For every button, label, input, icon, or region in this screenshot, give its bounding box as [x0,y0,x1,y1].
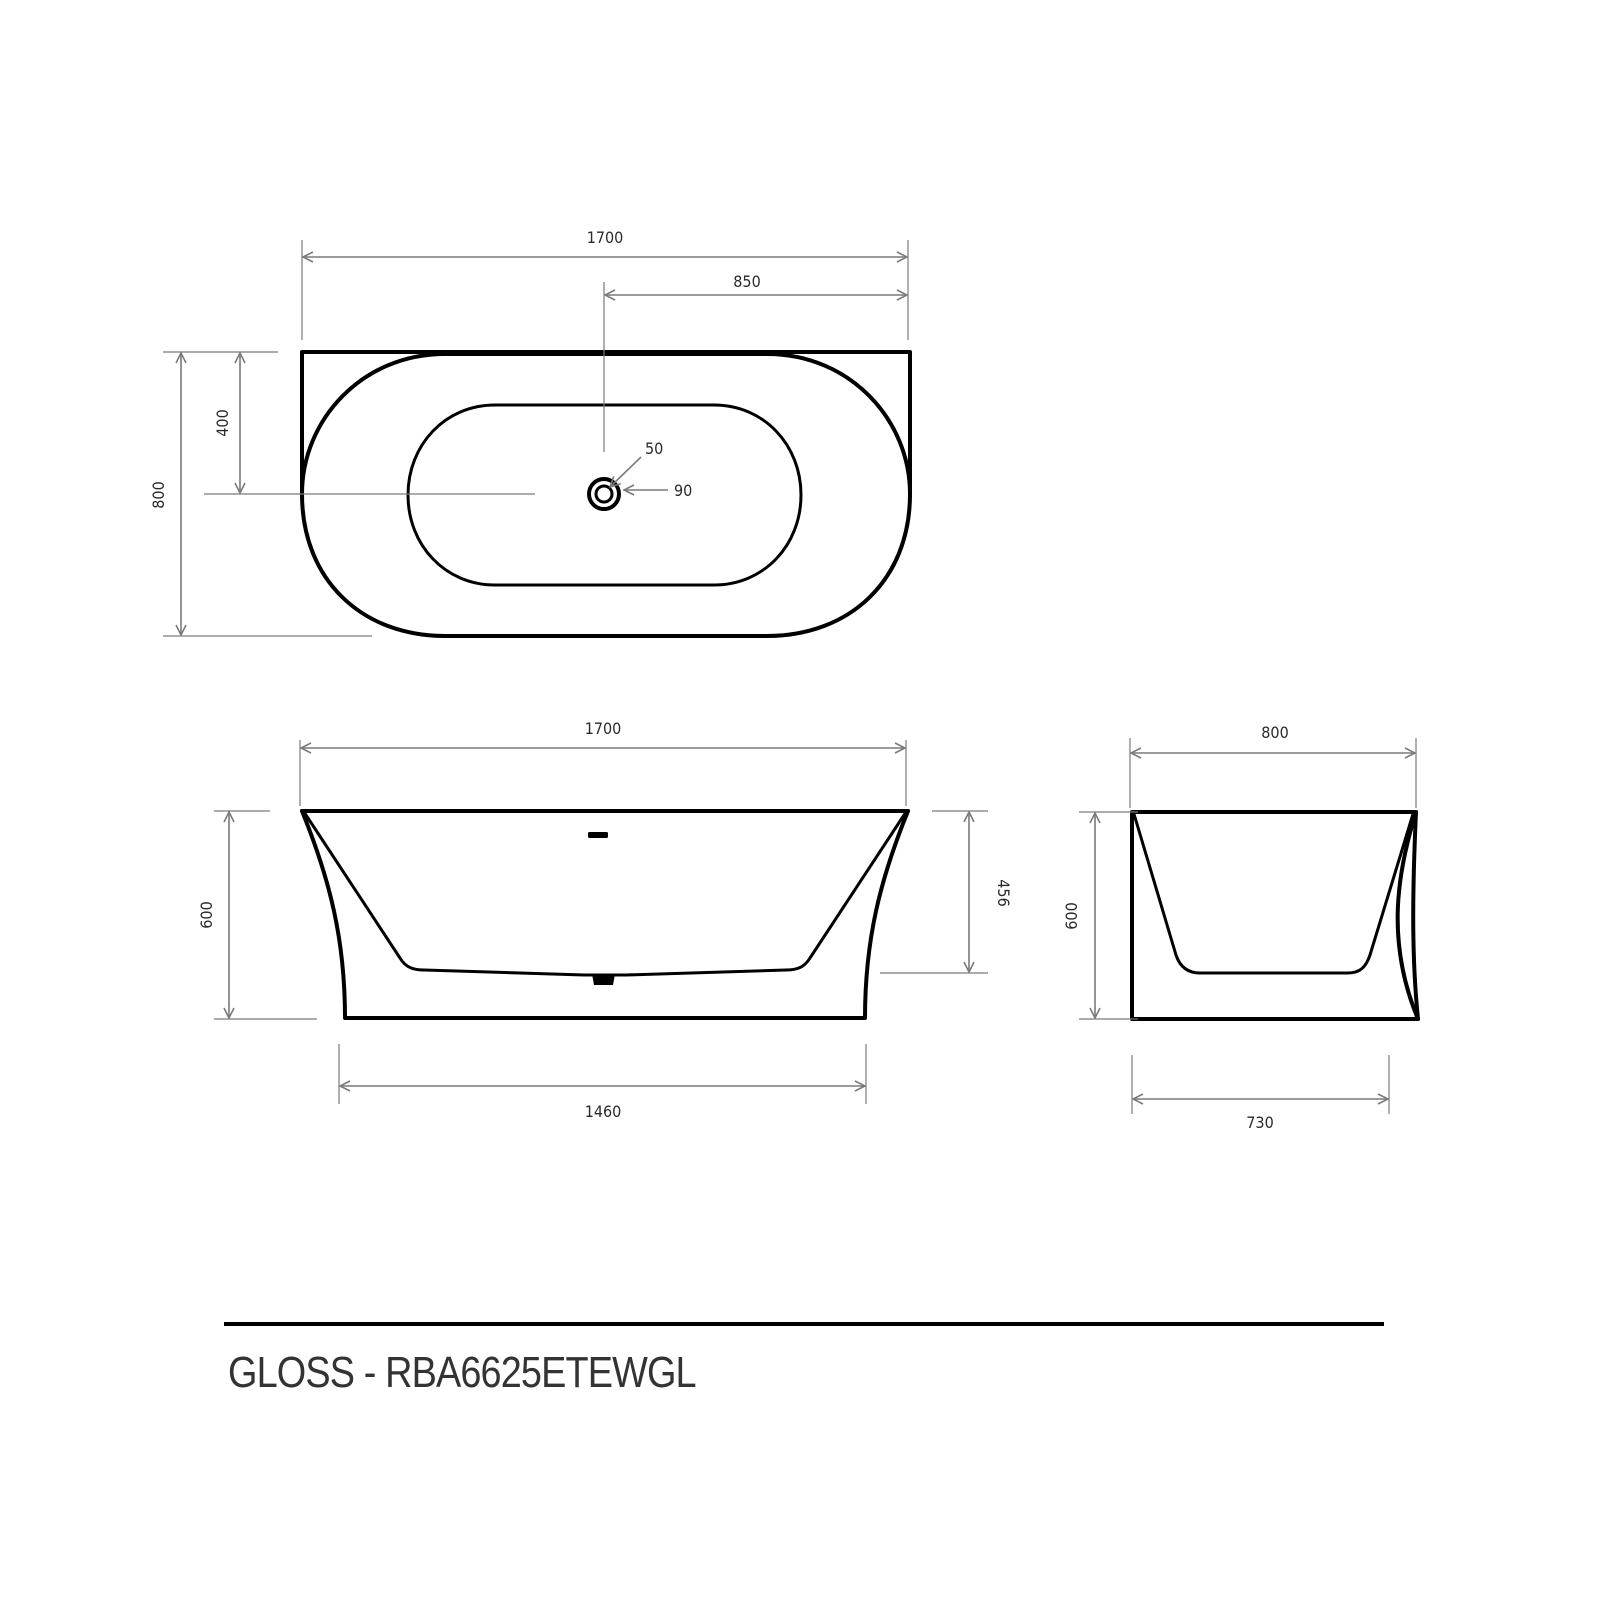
product-title: GLOSS - RBA6625ETEWGL [228,1348,697,1397]
overflow-icon [588,832,608,838]
end-outer-body [1130,810,1420,1021]
plan-outer-outline [300,350,912,496]
end-width-label: 800 [1261,723,1288,742]
end-base-width-label: 730 [1246,1113,1273,1132]
side-outer-body [300,809,910,1020]
waste-outer-ring [587,477,621,511]
end-outer-flare [1395,810,1420,1021]
waste-outer-diameter-label: 90 [674,481,692,500]
plan-rim-oval [300,352,912,638]
plan-waste-offset-length-label: 850 [733,272,760,291]
plan-length-label: 1700 [587,228,624,247]
end-height-label: 600 [1062,902,1081,929]
plan-waste-offset-width-label: 400 [213,409,232,436]
plan-width-label: 800 [149,481,168,508]
waste-outlet-icon [592,974,615,985]
end-view: 800 730 600 [1062,723,1420,1132]
waste-inner-diameter-label: 50 [645,439,663,458]
waste-inner-ring [594,484,614,504]
side-view: 1700 1460 600 456 [197,719,1013,1121]
side-base-length-label: 1460 [585,1102,622,1121]
plan-view: 1700 850 800 400 50 90 [149,228,912,638]
title-divider [224,1322,1384,1326]
side-depth-label: 456 [994,879,1013,906]
plan-basin-oval [406,403,803,587]
end-inner-basin [1132,813,1415,975]
side-length-label: 1700 [585,719,622,738]
side-height-label: 600 [197,901,216,928]
